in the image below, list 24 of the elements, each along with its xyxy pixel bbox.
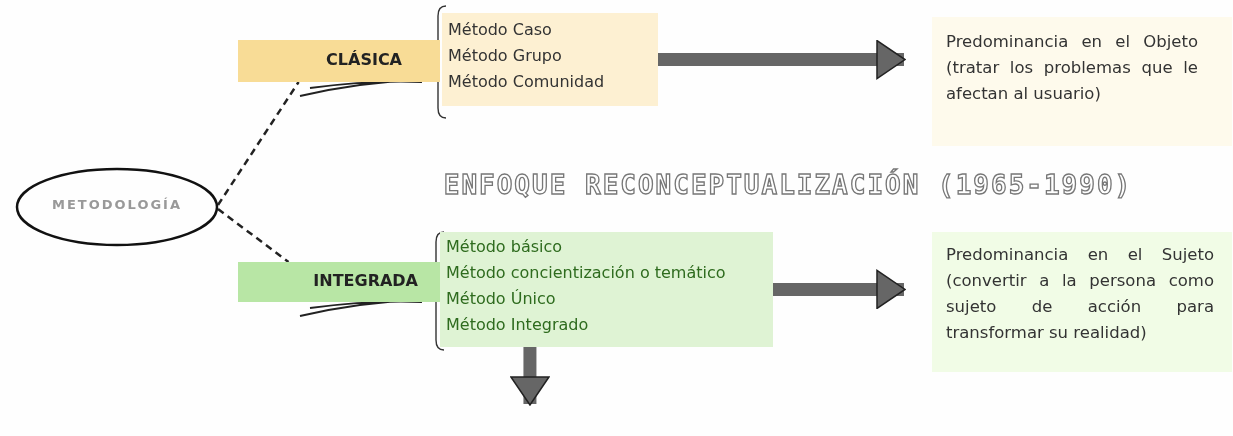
node-text: INTEGRADA [312,271,418,290]
node-text: Método concientización o temático [446,262,727,284]
dashed-connector [216,81,300,206]
node-text: Método Caso [448,19,553,41]
node-text: Método Integrado [446,314,590,336]
dashed-connector [217,208,290,263]
list-box [442,13,658,106]
node-text: METODOLOGÍA [51,197,183,212]
node-text: CLÁSICA [325,50,402,69]
ellipse-node [14,166,220,248]
block-arrow [510,347,550,406]
list-box [440,232,773,347]
node-text: Método Grupo [448,45,563,67]
text-box [932,232,1232,372]
node-text: Predominancia en el Sujeto (convertir a la persona como sujeto de acción para transformar su realidad) [946,244,1214,344]
node-text: Predominancia en el Objeto (tratar los problemas que le afectan al usuario) [946,31,1198,105]
highlight-band [238,262,440,302]
block-arrow [773,269,906,310]
block-arrow [658,39,906,80]
node-text: Método Único [446,288,557,310]
node-text: Método Comunidad [448,71,606,93]
title: ENFOQUE RECONCEPTUALIZACIÓN (1965-1990) [442,170,1134,200]
highlight-band [238,40,440,82]
node-text: Método básico [446,236,564,258]
